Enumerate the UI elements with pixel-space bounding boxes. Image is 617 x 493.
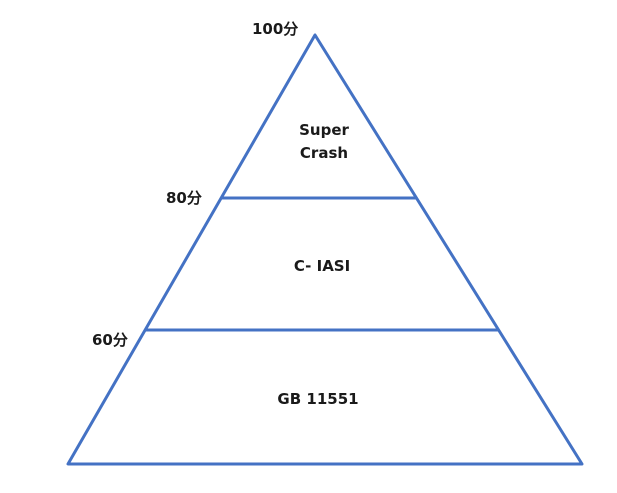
- tier-label-middle: C- IASI: [294, 257, 350, 275]
- pyramid-outline: [66, 33, 584, 466]
- score-label-80: 80分: [166, 189, 202, 207]
- tier-label-top-line1: Super: [299, 121, 349, 139]
- tier-label-top-line2: Crash: [300, 144, 348, 162]
- score-label-100: 100分: [252, 20, 298, 38]
- score-label-60: 60分: [92, 331, 128, 349]
- tier-label-bottom: GB 11551: [277, 390, 358, 408]
